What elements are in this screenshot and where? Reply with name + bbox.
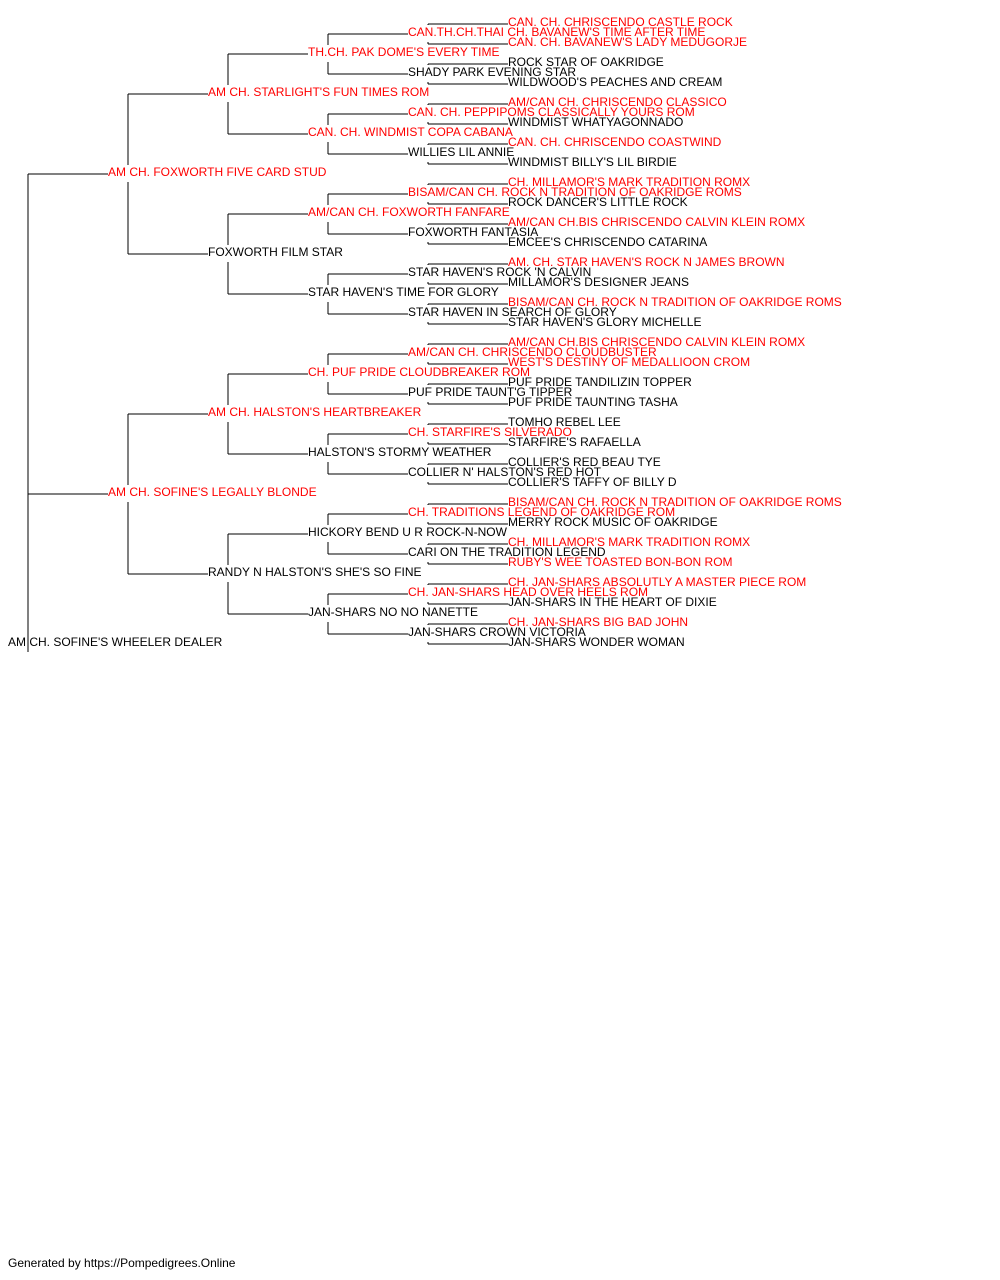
ancestor-name: RUBY'S WEE TOASTED BON-BON ROM (508, 555, 733, 569)
ancestor-name: COLLIER'S TAFFY OF BILLY D (508, 475, 677, 489)
ancestor-name: STAR HAVEN'S ROCK 'N CALVIN (408, 265, 591, 279)
ancestor-name: ROCK DANCER'S LITTLE ROCK (508, 195, 688, 209)
ancestor-name: STARFIRE'S RAFAELLA (508, 435, 641, 449)
ancestor-name: SHADY PARK EVENING STAR (408, 65, 576, 79)
ancestor-name: WINDMIST BILLY'S LIL BIRDIE (508, 155, 677, 169)
ancestor-name: WINDMIST WHATYAGONNADO (508, 115, 683, 129)
ancestor-name: CH. MILLAMOR'S MARK TRADITION ROMX (508, 175, 750, 189)
ancestor-name: HICKORY BEND U R ROCK-N-NOW (308, 525, 508, 539)
subject-dog-name: AM CH. SOFINE'S WHEELER DEALER (8, 635, 223, 649)
ancestor-name: FOXWORTH FANTASIA (408, 225, 538, 239)
ancestor-name: AM/CAN CH. CHRISCENDO CLASSICO (508, 95, 727, 109)
ancestor-name: AM/CAN CH. FOXWORTH FANFARE (308, 205, 510, 219)
generator-footer: Generated by https://Pompedigrees.Online (8, 1256, 236, 1270)
ancestor-name: AM. CH. STAR HAVEN'S ROCK N JAMES BROWN (508, 255, 785, 269)
ancestor-name: AM CH. HALSTON'S HEARTBREAKER (208, 405, 422, 419)
ancestor-name: MERRY ROCK MUSIC OF OAKRIDGE (508, 515, 718, 529)
ancestor-name: AM/CAN CH.BIS CHRISCENDO CALVIN KLEIN RO… (508, 215, 805, 229)
ancestor-name: CH. STARFIRE'S SILVERADO (408, 425, 572, 439)
pedigree-connector-lines (27, 23, 508, 652)
ancestor-name: BISAM/CAN CH. ROCK N TRADITION OF OAKRID… (408, 185, 742, 199)
ancestor-name: ROCK STAR OF OAKRIDGE (508, 55, 664, 69)
ancestor-name: CAN.TH.CH.THAI CH. BAVANEW'S TIME AFTER … (408, 25, 705, 39)
ancestor-name: PUF PRIDE TAUNTING TASHA (508, 395, 678, 409)
ancestor-name: COLLIER N' HALSTON'S RED HOT (408, 465, 602, 479)
ancestor-name: CAN. CH. WINDMIST COPA CABANA (308, 125, 513, 139)
ancestor-name: WEST'S DESTINY OF MEDALLIOON CROM (508, 355, 750, 369)
ancestor-name: CAN. CH. PEPPIPOMS CLASSICALLY YOURS ROM (408, 105, 695, 119)
ancestor-name: CAN. CH. CHRISCENDO COASTWIND (508, 135, 722, 149)
ancestor-name: FOXWORTH FILM STAR (208, 245, 343, 259)
ancestor-name: CH. PUF PRIDE CLOUDBREAKER ROM (308, 365, 530, 379)
ancestor-name: JAN-SHARS CROWN VICTORIA (408, 625, 586, 639)
ancestor-name: CH. MILLAMOR'S MARK TRADITION ROMX (508, 535, 750, 549)
ancestor-name: PUF PRIDE TAUNT'G TIPPER (408, 385, 573, 399)
ancestor-name: WILDWOOD'S PEACHES AND CREAM (508, 75, 722, 89)
ancestor-name: PUF PRIDE TANDILIZIN TOPPER (508, 375, 692, 389)
ancestor-name: MILLAMOR'S DESIGNER JEANS (508, 275, 689, 289)
ancestor-name: COLLIER'S RED BEAU TYE (508, 455, 661, 469)
ancestor-name: TH.CH. PAK DOME'S EVERY TIME (308, 45, 499, 59)
ancestor-name: JAN-SHARS WONDER WOMAN (508, 635, 685, 649)
ancestor-name: RANDY N HALSTON'S SHE'S SO FINE (208, 565, 422, 579)
ancestor-name: CH. JAN-SHARS HEAD OVER HEELS ROM (408, 585, 648, 599)
ancestor-name: CH. TRADITIONS LEGEND OF OAKRIDGE ROM (408, 505, 675, 519)
ancestor-name: HALSTON'S STORMY WEATHER (308, 445, 492, 459)
ancestor-name: AM CH. FOXWORTH FIVE CARD STUD (108, 165, 327, 179)
ancestor-name: WILLIES LIL ANNIE (408, 145, 514, 159)
pedigree-labels: AM CH. SOFINE'S WHEELER DEALER AM CH. FOX… (8, 15, 842, 649)
ancestor-name: BISAM/CAN CH. ROCK N TRADITION OF OAKRID… (508, 295, 842, 309)
ancestor-name: AM CH. SOFINE'S LEGALLY BLONDE (108, 485, 317, 499)
ancestor-name: AM/CAN CH. CHRISCENDO CLOUDBUSTER (408, 345, 657, 359)
ancestor-name: CARI ON THE TRADITION LEGEND (408, 545, 606, 559)
ancestor-name: CAN. CH. BAVANEW'S LADY MEDUGORJE (508, 35, 747, 49)
ancestor-name: JAN-SHARS NO NO NANETTE (308, 605, 478, 619)
ancestor-name: CAN. CH. CHRISCENDO CASTLE ROCK (508, 15, 733, 29)
ancestor-name: JAN-SHARS IN THE HEART OF DIXIE (508, 595, 717, 609)
ancestor-name: CH. JAN-SHARS BIG BAD JOHN (508, 615, 688, 629)
ancestor-name: AM/CAN CH.BIS CHRISCENDO CALVIN KLEIN RO… (508, 335, 805, 349)
ancestor-name: STAR HAVEN'S GLORY MICHELLE (508, 315, 701, 329)
ancestor-name: EMCEE'S CHRISCENDO CATARINA (508, 235, 707, 249)
ancestor-name: CH. JAN-SHARS ABSOLUTLY A MASTER PIECE R… (508, 575, 806, 589)
ancestor-name: TOMHO REBEL LEE (508, 415, 621, 429)
ancestor-name: AM CH. STARLIGHT'S FUN TIMES ROM (208, 85, 429, 99)
ancestor-name: BISAM/CAN CH. ROCK N TRADITION OF OAKRID… (508, 495, 842, 509)
ancestor-name: STAR HAVEN IN SEARCH OF GLORY (408, 305, 617, 319)
ancestor-name: STAR HAVEN'S TIME FOR GLORY (308, 285, 499, 299)
